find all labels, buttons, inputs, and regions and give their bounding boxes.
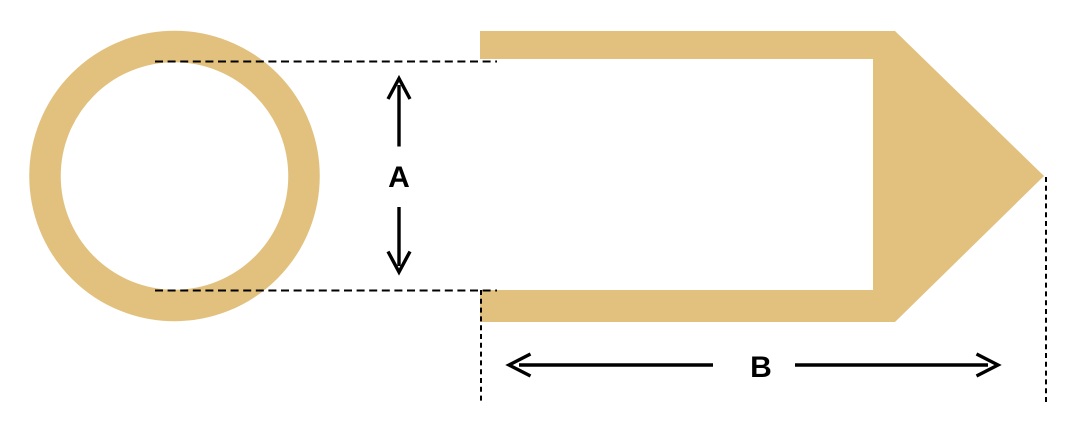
dimension-a-arrows bbox=[386, 74, 412, 276]
tube-side-view-bore bbox=[480, 59, 873, 290]
dimension-a-down-arrowhead-icon bbox=[386, 250, 412, 276]
dimension-b-arrows bbox=[505, 352, 1002, 378]
dimension-b-right-arrowhead-icon bbox=[975, 352, 1002, 378]
dimension-a-label: A bbox=[388, 161, 410, 194]
dimension-b-left-arrowhead-icon bbox=[505, 352, 532, 378]
dimension-b-label: B bbox=[750, 351, 772, 384]
dimension-a-up-arrowhead-icon bbox=[386, 74, 412, 100]
tube-end-view-ring bbox=[29, 30, 320, 322]
